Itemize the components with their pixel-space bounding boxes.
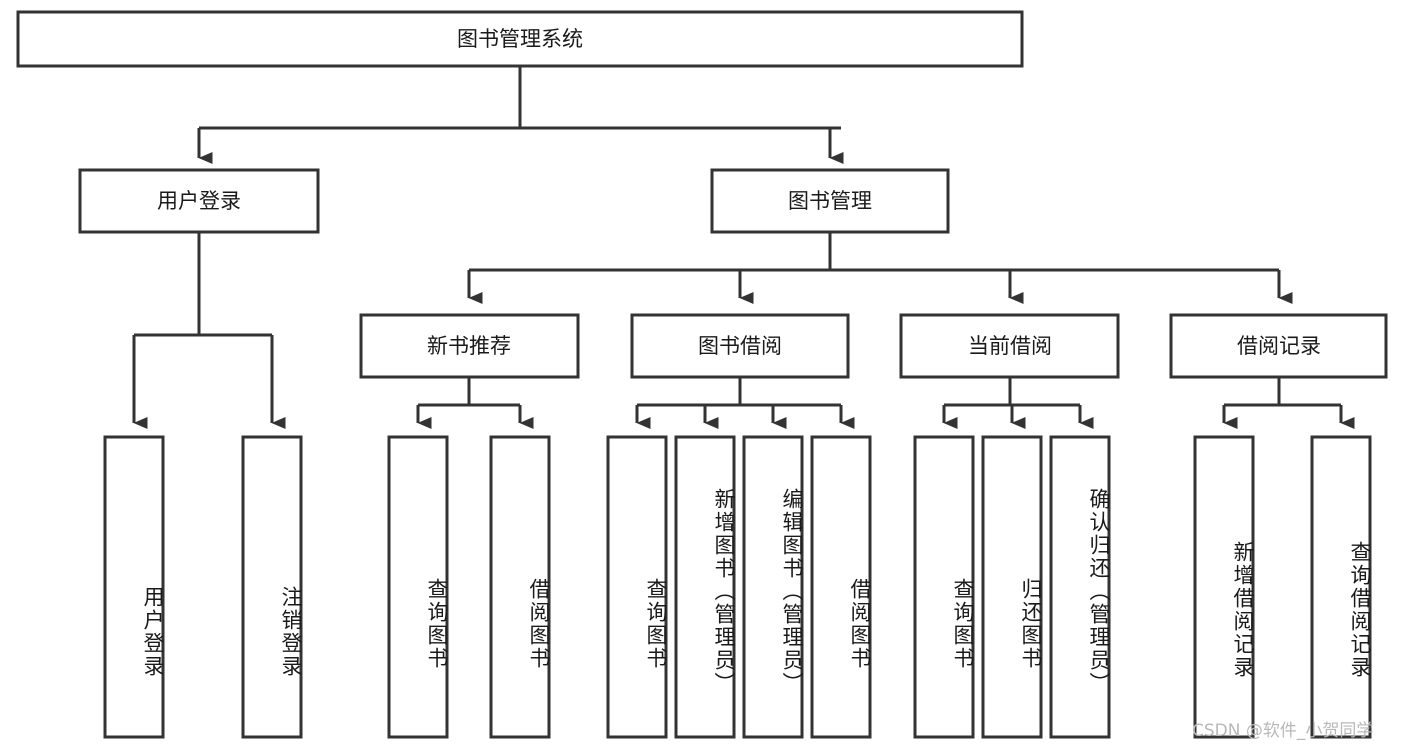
connector-root-to-level2	[197, 66, 844, 164]
node-borrow-record-label: 借阅记录	[1237, 334, 1321, 358]
connector-userlogin-to-leaves	[132, 232, 286, 429]
node-book-management[interactable]: 图书管理	[710, 168, 950, 234]
leaf-box-confirm-return-admin[interactable]	[1049, 435, 1111, 739]
node-user-login-label: 用户登录	[157, 189, 241, 213]
leaf-boxes	[103, 435, 1372, 739]
connector-currentborrow-to-leaves	[942, 378, 1094, 429]
node-new-book-recommend[interactable]: 新书推荐	[359, 313, 580, 379]
leaf-box-add-book-admin[interactable]	[674, 435, 736, 739]
node-root-book-management-system[interactable]: 图书管理系统	[16, 10, 1024, 68]
csdn-watermark: CSDN @软件_小贺同学	[1192, 721, 1374, 741]
leaf-box-logout-login[interactable]	[241, 435, 303, 739]
connector-borrowrecord-to-leaves	[1222, 378, 1355, 429]
leaf-box-query-borrow-record[interactable]	[1310, 435, 1372, 739]
leaf-box-query-book-3[interactable]	[913, 435, 975, 739]
node-borrow-record[interactable]: 借阅记录	[1169, 313, 1388, 379]
leaf-box-add-borrow-record[interactable]	[1193, 435, 1255, 739]
node-user-login[interactable]: 用户登录	[78, 168, 320, 234]
leaf-box-edit-book-admin[interactable]	[742, 435, 804, 739]
connector-bookmgmt-to-level3	[467, 232, 1293, 304]
node-book-management-label: 图书管理	[788, 189, 872, 213]
leaf-box-query-book-1[interactable]	[387, 435, 449, 739]
leaf-box-borrow-book-1[interactable]	[489, 435, 551, 739]
node-current-borrow[interactable]: 当前借阅	[899, 313, 1120, 379]
node-current-borrow-label: 当前借阅	[968, 334, 1052, 358]
leaf-box-user-login[interactable]	[103, 435, 165, 739]
node-book-borrow[interactable]: 图书借阅	[630, 313, 850, 379]
leaf-box-return-book[interactable]	[981, 435, 1043, 739]
node-new-book-recommend-label: 新书推荐	[427, 334, 511, 358]
node-root-label: 图书管理系统	[457, 27, 583, 51]
node-book-borrow-label: 图书借阅	[698, 334, 782, 358]
connector-bookborrow-to-leaves	[635, 378, 855, 429]
leaf-box-borrow-book-2[interactable]	[810, 435, 872, 739]
connector-newbook-to-leaves	[416, 378, 534, 429]
leaf-box-query-book-2[interactable]	[606, 435, 668, 739]
